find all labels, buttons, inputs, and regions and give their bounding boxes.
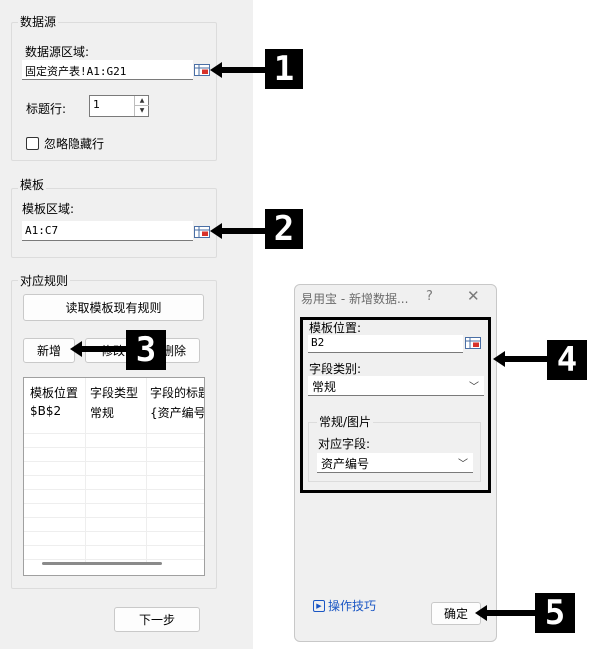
- table-row: [24, 504, 204, 518]
- rules-group-title: 对应规则: [18, 272, 71, 289]
- ignore-hidden-checkbox[interactable]: [26, 137, 39, 150]
- rules-table[interactable]: 模板位置 字段类型 字段的标题 $B$2 常规 {资产编号: [23, 377, 205, 576]
- template-group-title: 模板: [18, 176, 47, 193]
- normal-image-group-title: 常规/图片: [317, 413, 374, 430]
- read-rules-button[interactable]: 读取模板现有规则: [23, 294, 204, 321]
- new-rule-button[interactable]: 新增: [23, 338, 75, 363]
- horizontal-scrollbar[interactable]: [42, 562, 162, 565]
- template-position-label: 模板位置:: [309, 321, 362, 335]
- header-row-value: 1: [93, 98, 100, 111]
- table-row: [24, 490, 204, 504]
- chevron-up-icon[interactable]: ▲: [135, 96, 149, 106]
- data-source-range-input[interactable]: 固定资产表!A1:G21: [22, 60, 193, 80]
- range-select-icon[interactable]: [194, 64, 210, 76]
- callout-arrow-5: [475, 605, 535, 621]
- chevron-down-icon: ﹀: [469, 382, 479, 393]
- chevron-down-icon[interactable]: ▼: [139, 107, 145, 114]
- mapped-field-label: 对应字段:: [318, 437, 371, 451]
- template-group: [11, 188, 217, 258]
- callout-badge-5: 5: [535, 593, 575, 633]
- callout-arrow-1: [210, 62, 268, 78]
- template-range-label: 模板区域:: [22, 202, 75, 216]
- wizard-panel: 数据源 数据源区域: 固定资产表!A1:G21 标题行: 1 ▲ ▼ 忽略隐藏行…: [0, 0, 253, 649]
- ok-button[interactable]: 确定: [431, 602, 481, 625]
- chevron-down-icon: ﹀: [458, 459, 468, 470]
- field-type-select[interactable]: 常规 ﹀: [308, 376, 484, 396]
- table-cell[interactable]: {资产编号: [150, 406, 205, 420]
- close-icon[interactable]: ✕: [467, 287, 480, 305]
- callout-badge-2: 2: [265, 209, 303, 249]
- new-rule-dialog: 易用宝 - 新增数据... ? ✕ 模板位置: B2 字段类别: 常规 ﹀ 常规…: [294, 284, 497, 642]
- range-select-icon[interactable]: [194, 226, 210, 238]
- table-row: [24, 532, 204, 546]
- callout-badge-4: 4: [547, 340, 587, 380]
- field-type-value: 常规: [312, 380, 337, 394]
- table-row: [24, 462, 204, 476]
- data-source-group: [11, 22, 217, 161]
- normal-image-group: [308, 422, 481, 482]
- tips-link[interactable]: ▶ 操作技巧: [313, 597, 376, 614]
- header-row-label: 标题行:: [26, 102, 67, 116]
- data-source-range-label: 数据源区域:: [25, 45, 90, 59]
- highlight-frame: [300, 317, 491, 493]
- callout-badge-3: 3: [126, 330, 166, 370]
- callout-arrow-2: [210, 223, 268, 239]
- callout-arrow-3: [70, 341, 138, 357]
- spinner-buttons: ▲ ▼: [134, 96, 149, 116]
- table-row: [24, 434, 204, 448]
- help-icon[interactable]: ?: [426, 289, 433, 304]
- table-cell[interactable]: 常规: [90, 406, 115, 420]
- table-row: [24, 448, 204, 462]
- callout-arrow-4: [493, 351, 547, 367]
- header-row-spinner[interactable]: 1 ▲ ▼: [89, 95, 149, 117]
- rules-group: [11, 280, 217, 589]
- template-range-input[interactable]: A1:C7: [22, 221, 193, 241]
- range-select-icon[interactable]: [465, 337, 481, 349]
- data-source-group-title: 数据源: [18, 13, 59, 30]
- column-divider: [146, 378, 147, 562]
- dialog-title: 易用宝 - 新增数据...: [301, 292, 409, 306]
- table-row: [24, 476, 204, 490]
- callout-badge-1: 1: [265, 49, 303, 89]
- table-header-cell[interactable]: 字段类型: [90, 386, 139, 400]
- table-row: [24, 546, 204, 560]
- tips-link-label: 操作技巧: [328, 599, 377, 613]
- table-header-cell[interactable]: 字段的标题: [150, 386, 205, 400]
- play-icon: ▶: [313, 599, 325, 612]
- mapped-field-value: 资产编号: [321, 457, 370, 471]
- table-row: [24, 518, 204, 532]
- mapped-field-select[interactable]: 资产编号 ﹀: [317, 453, 473, 473]
- ignore-hidden-label: 忽略隐藏行: [44, 137, 105, 151]
- table-row: [24, 420, 204, 434]
- template-position-input[interactable]: B2: [308, 335, 463, 353]
- table-header-cell[interactable]: 模板位置: [30, 386, 79, 400]
- field-type-label: 字段类别:: [309, 362, 362, 376]
- table-cell[interactable]: $B$2: [30, 404, 62, 418]
- next-step-button[interactable]: 下一步: [114, 607, 200, 632]
- column-divider: [85, 378, 86, 562]
